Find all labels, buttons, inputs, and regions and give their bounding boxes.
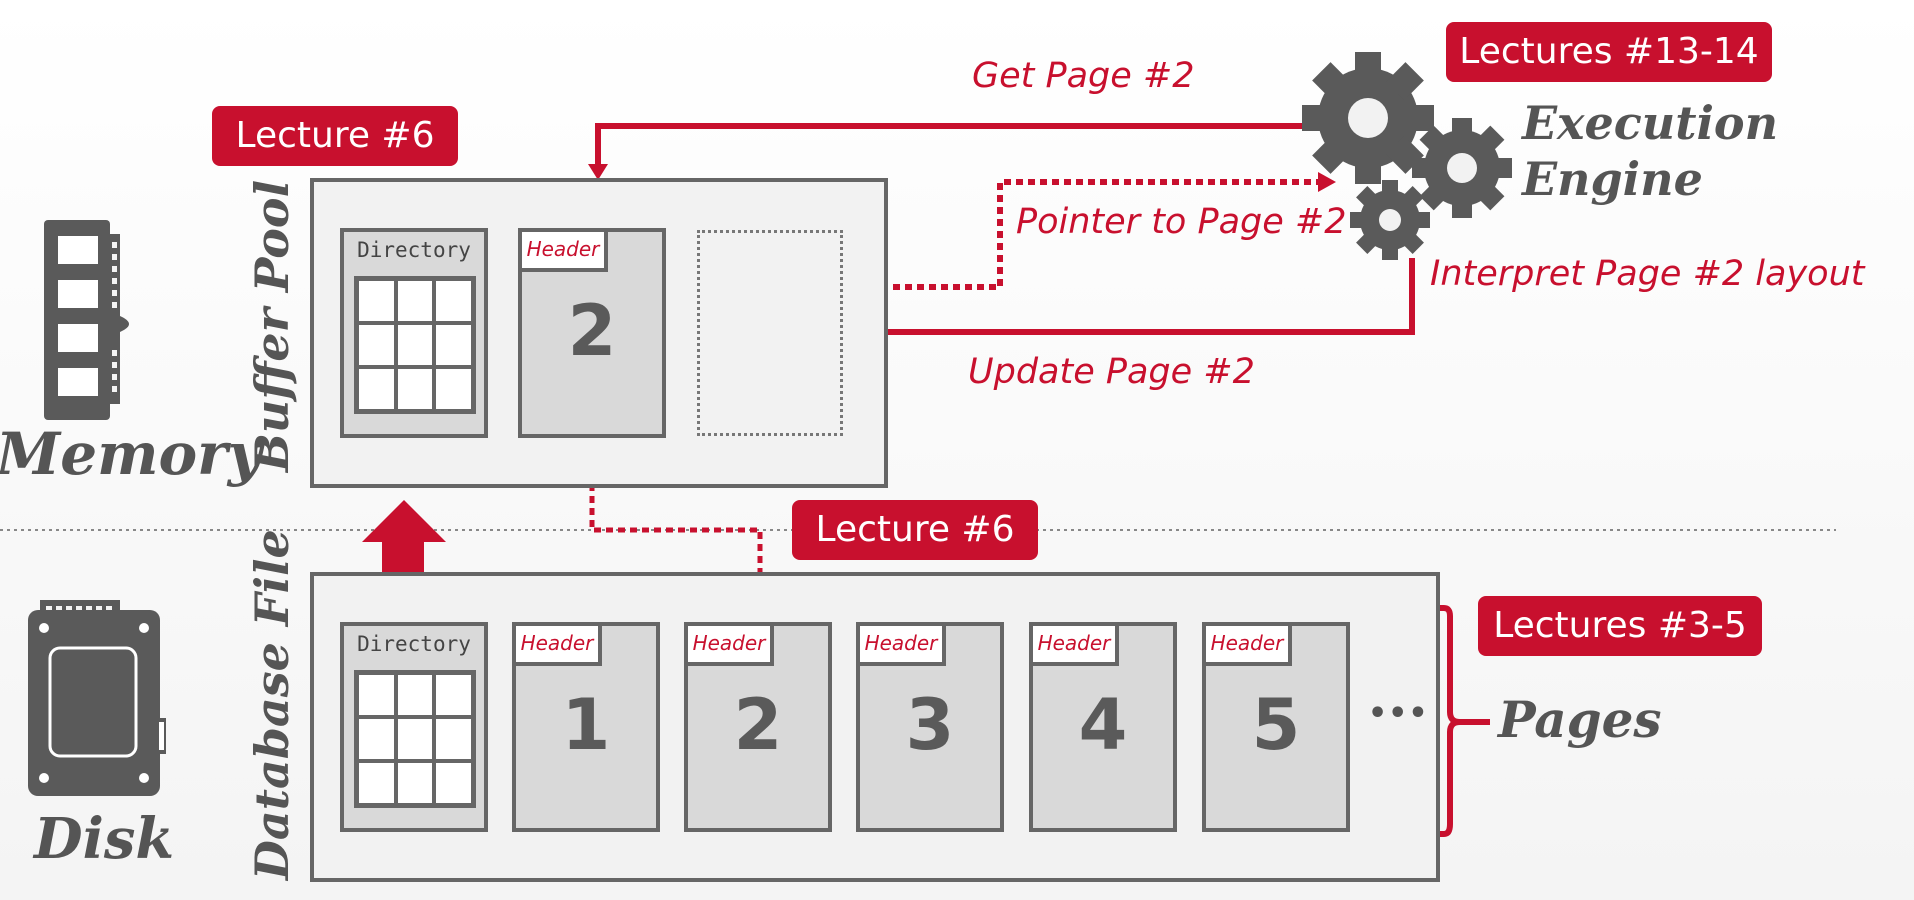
disk-page-5: Header 5 — [1202, 622, 1350, 832]
directory-label: Directory — [357, 238, 471, 262]
disk-page-3: Header 3 — [856, 622, 1004, 832]
more-pages-ellipsis: ••• — [1368, 696, 1429, 731]
database-file-directory: Directory — [340, 622, 488, 832]
pointer-arrow — [665, 179, 1320, 290]
page-number: 4 — [1078, 684, 1128, 766]
database-file-label: Database File — [245, 529, 299, 880]
page-header: Header — [522, 232, 608, 272]
buffer-pool-label: Buffer Pool — [245, 179, 299, 472]
page-header: Header — [516, 626, 602, 666]
pointer-label: Pointer to Page #2 — [1016, 202, 1347, 242]
page-number: 2 — [567, 290, 617, 372]
disk-label: Disk — [34, 806, 175, 872]
disk-page-2: Header 2 — [684, 622, 832, 832]
pages-brace — [1410, 605, 1490, 837]
buffer-pool-page: Header 2 — [518, 228, 666, 438]
page-number: 2 — [733, 684, 783, 766]
pages-label: Pages — [1498, 690, 1662, 749]
page-header: Header — [688, 626, 774, 666]
execution-engine-label-line1: Execution — [1522, 96, 1779, 150]
directory-label: Directory — [357, 632, 471, 656]
memory-label: Memory — [0, 420, 262, 488]
page-number: 5 — [1251, 684, 1301, 766]
memory-stick-icon — [44, 220, 129, 420]
page-header: Header — [1206, 626, 1292, 666]
page-number: 1 — [561, 684, 611, 766]
buffer-pool-directory: Directory — [340, 228, 488, 438]
lectures-3-5-tag: Lectures #3-5 — [1478, 596, 1762, 656]
update-page-arrow — [680, 258, 1415, 335]
page-header: Header — [1033, 626, 1119, 666]
directory-grid — [354, 670, 476, 808]
get-page-arrow — [595, 123, 1320, 170]
interpret-label: Interpret Page #2 layout — [1430, 254, 1865, 294]
page-number: 3 — [905, 684, 955, 766]
execution-engine-label-line2: Engine — [1522, 152, 1703, 206]
disk-page-1: Header 1 — [512, 622, 660, 832]
gears-icon — [1302, 52, 1512, 260]
directory-grid — [354, 276, 476, 414]
update-page-label: Update Page #2 — [968, 352, 1255, 392]
disk-page-4: Header 4 — [1029, 622, 1177, 832]
ssd-icon — [28, 600, 166, 796]
empty-frame — [697, 230, 843, 436]
get-page-label: Get Page #2 — [972, 56, 1195, 96]
lecture-6-tag-top: Lecture #6 — [212, 106, 458, 166]
lecture-6-tag-mid: Lecture #6 — [792, 500, 1038, 560]
lectures-13-14-tag: Lectures #13-14 — [1446, 22, 1772, 82]
page-header: Header — [860, 626, 946, 666]
